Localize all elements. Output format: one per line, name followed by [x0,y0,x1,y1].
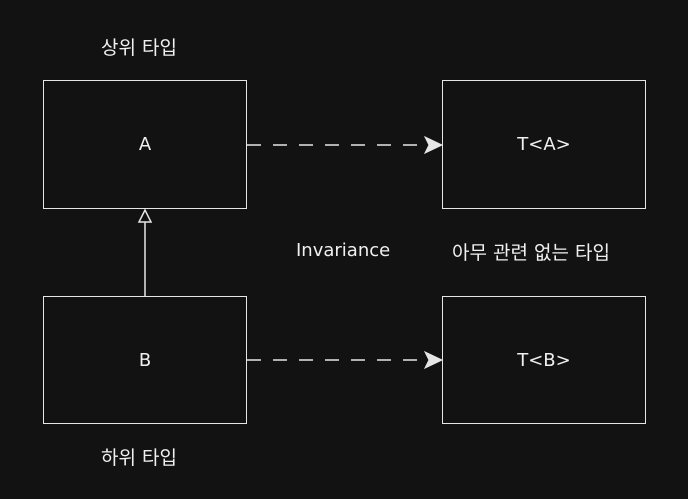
dashed-arrowhead-b [423,350,444,370]
unrelated-type-label: 아무 관련 없는 타입 [452,242,610,264]
box-t-a: T<A> [442,80,646,209]
box-a: A [43,80,247,209]
subtype-label: 하위 타입 [101,447,177,469]
inheritance-arrowhead [137,208,153,223]
invariance-label: Invariance [296,240,391,261]
supertype-label: 상위 타입 [101,37,177,59]
box-b-label: B [138,349,152,371]
box-t-b: T<B> [442,296,646,424]
box-b: B [43,296,247,424]
box-a-label: A [138,134,152,155]
box-t-b-label: T<B> [517,349,571,371]
dashed-arrowhead-a [423,135,444,155]
box-t-a-label: T<A> [517,134,571,155]
